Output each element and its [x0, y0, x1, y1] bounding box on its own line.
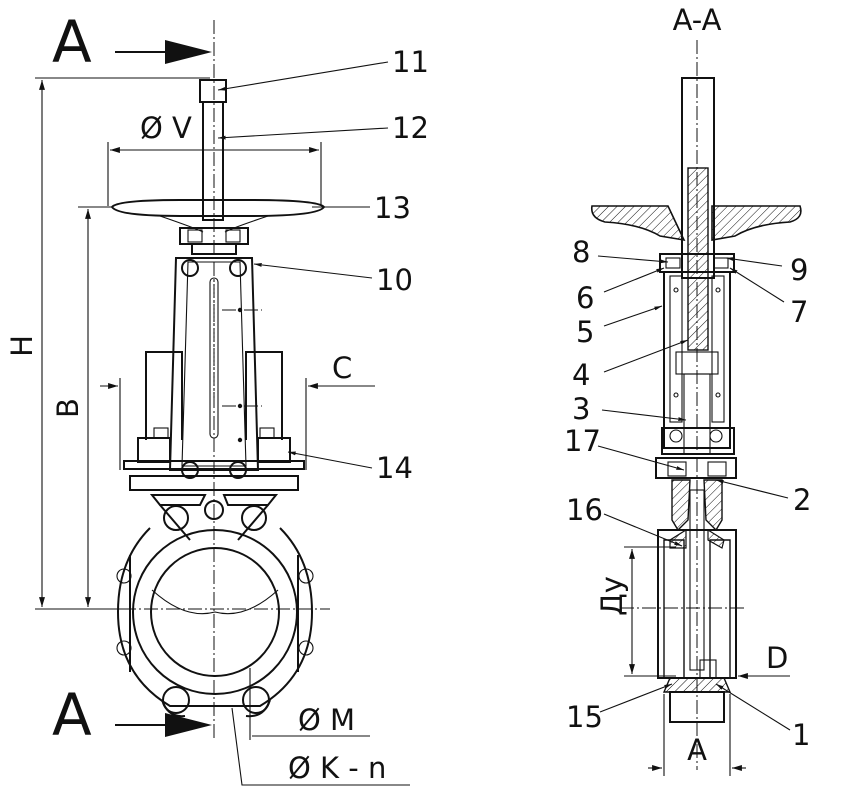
- part-number-13: 13: [374, 191, 411, 225]
- part-number-17: 17: [564, 424, 601, 458]
- dim-K-label: Ø K - n: [288, 751, 386, 785]
- dim-H-label: H: [5, 335, 39, 357]
- part-number-8: 8: [572, 235, 590, 269]
- section-mark-bottom: A: [52, 681, 92, 749]
- dim-Dy-label: Ду: [595, 576, 629, 616]
- dim-A-label: A: [687, 733, 707, 767]
- part-number-5: 5: [576, 315, 594, 349]
- part-number-16: 16: [566, 493, 603, 527]
- part-number-6: 6: [576, 281, 594, 315]
- section-view: A-A: [590, 3, 802, 776]
- part-number-3: 3: [572, 392, 590, 426]
- part-number-2: 2: [793, 483, 811, 517]
- dim-C-label: C: [332, 351, 352, 385]
- part-number-14: 14: [376, 451, 413, 485]
- dim-D-label: D: [766, 641, 788, 675]
- section-mark-top: A: [52, 8, 92, 76]
- section-title: A-A: [673, 3, 722, 37]
- part-number-7: 7: [790, 295, 808, 329]
- left-view-callouts: 11 12 13 10 14: [217, 45, 429, 485]
- section-view-callouts: 8 9 6 7 5 4 3 17 2 16 15 1: [564, 235, 811, 752]
- dim-M-label: Ø M: [298, 703, 355, 737]
- dim-V-label: Ø V: [140, 111, 192, 145]
- part-number-4: 4: [572, 358, 590, 392]
- part-number-9: 9: [790, 253, 808, 287]
- part-number-15: 15: [566, 700, 603, 734]
- part-number-1: 1: [792, 718, 810, 752]
- part-number-10: 10: [376, 263, 413, 297]
- part-number-12: 12: [392, 111, 429, 145]
- part-number-11: 11: [392, 45, 429, 79]
- front-view: A A H B Ø V C: [5, 8, 410, 786]
- dim-B-label: B: [51, 398, 85, 418]
